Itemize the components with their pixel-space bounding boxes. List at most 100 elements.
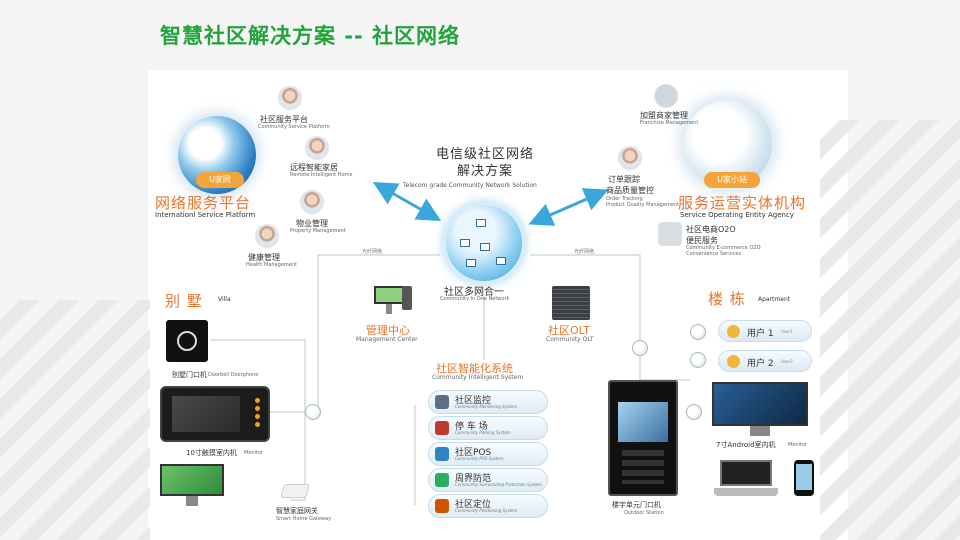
right-item-3b: 便民服务 — [686, 236, 718, 245]
villa-door-unit-icon — [166, 320, 208, 362]
apartment-onu-node-3 — [686, 404, 702, 420]
arrow-right-link — [528, 188, 609, 226]
page-title: 智慧社区解决方案 -- 社区网络 — [160, 24, 461, 48]
villa-heading-en: Villa — [218, 296, 231, 303]
parking-icon — [435, 421, 449, 435]
villa-monitor-label: 10寸触摸室内机 — [186, 449, 237, 457]
left-item-1: 社区服务平台 — [260, 115, 308, 124]
apartment-heading: 楼 栋 — [708, 290, 746, 308]
decor-stripes-right — [820, 120, 960, 540]
right-item-2-en1: Order Tracking — [606, 196, 643, 202]
user-1-icon — [727, 325, 740, 338]
link-label-left: 光纤网络 — [362, 249, 383, 255]
gateway-icon — [280, 484, 310, 498]
villa-heading: 别 墅 — [165, 292, 203, 310]
ecommerce-icon — [658, 222, 682, 246]
apartment-onu-node-1 — [690, 324, 706, 340]
left-item-2-en: Remote Intelligent Home — [290, 172, 353, 178]
management-computer-icon — [374, 286, 404, 314]
health-icon — [255, 224, 279, 248]
right-item-1-en: Franchise Management — [640, 120, 699, 126]
system-item-label: 周界防范 — [455, 474, 492, 484]
management-center-en: Management Center — [356, 336, 418, 343]
system-item-en: Community Surrounding Protection System — [455, 482, 542, 487]
phone-icon — [794, 460, 814, 496]
system-item-label: 社区定位 — [455, 500, 492, 510]
center-title-line1: 电信级社区网络 — [435, 147, 534, 162]
systems-heading: 社区智能化系统 — [436, 362, 513, 375]
systems-heading-en: Community Intelligent System — [432, 374, 524, 381]
user-1-box: 用户 1 User1 — [718, 320, 812, 342]
olt-server-icon-2 — [568, 286, 590, 320]
arrow-left-link — [372, 182, 442, 221]
left-heading-en: Internationl Service Platform — [155, 211, 256, 219]
outdoor-station-en: Outdoor Station — [624, 510, 664, 516]
management-center-label: 管理中心 — [366, 324, 410, 337]
villa-door-label: 别墅门口机 — [172, 371, 207, 379]
user-2-box: 用户 2 User2 — [718, 350, 812, 372]
camera-icon — [435, 395, 449, 409]
system-item-label: 停 车 场 — [455, 422, 488, 432]
order-icon — [618, 146, 642, 170]
pos-icon — [435, 447, 449, 461]
left-item-3: 物业管理 — [296, 219, 328, 228]
left-item-4-en: Health Management — [246, 262, 297, 268]
left-item-4: 健康管理 — [248, 253, 280, 262]
laptop-icon — [714, 460, 778, 496]
right-item-1: 加盟商家管理 — [640, 111, 688, 120]
gateway-en: Smart Home Gateway — [276, 516, 332, 522]
right-item-2-en2: Product Quality Management — [606, 202, 679, 208]
user-1-label: 用户 1 — [747, 329, 774, 339]
right-item-3-en2: Convenience Services — [686, 251, 742, 257]
olt-label-en: Community OLT — [546, 336, 594, 343]
apartment-monitor-label: 7寸Android室内机 — [716, 441, 776, 449]
left-item-1-en: Community Service Platform — [258, 124, 330, 130]
system-item-en: Community Positioning System — [455, 508, 518, 513]
villa-monitor-icon — [160, 386, 270, 442]
apartment-monitor-en: Monitor — [788, 442, 808, 448]
system-item-en: Community Parking System — [455, 430, 511, 435]
location-icon — [435, 499, 449, 513]
network-hub-icon — [443, 202, 525, 284]
system-item-en: Community Monitoring System — [455, 404, 517, 409]
right-item-3a: 社区电商O2O — [686, 225, 736, 234]
home-icon — [305, 136, 329, 160]
right-heading-en: Service Operating Entity Agency — [680, 211, 794, 219]
villa-tv-icon — [160, 464, 224, 506]
olt-onu-node — [632, 340, 648, 356]
franchise-icon — [654, 84, 678, 108]
right-item-3-en1: Community E-commerce O2O — [686, 245, 761, 251]
link-label-right: 光纤网络 — [574, 249, 595, 255]
right-item-2b: 商品质量管控 — [606, 186, 654, 195]
gateway-label: 智慧家庭网关 — [276, 507, 318, 515]
right-item-2a: 订单跟踪 — [608, 175, 640, 184]
system-item-label: 社区监控 — [455, 396, 492, 406]
decor-stripes-left — [0, 300, 150, 540]
apartment-onu-node-2 — [690, 352, 706, 368]
user-2-label: 用户 2 — [747, 359, 774, 369]
center-subtitle: Telecom grade Community Network Solution — [403, 182, 537, 189]
outdoor-station-icon — [608, 380, 678, 496]
villa-monitor-en: Monitor — [244, 450, 264, 456]
user-2-en: User2 — [781, 359, 793, 364]
right-heading: 服务运营实体机构 — [678, 194, 807, 212]
left-logo-badge: U家网 — [196, 172, 244, 188]
user-2-icon — [727, 355, 740, 368]
user-1-en: User1 — [781, 329, 793, 334]
apartment-monitor-icon — [712, 382, 808, 436]
left-item-3-en: Property Management — [290, 228, 346, 234]
person-icon — [278, 86, 302, 110]
system-item-en: Community POS System — [455, 456, 504, 461]
villa-door-en: Doorbell Doorphone — [208, 372, 259, 378]
property-icon — [300, 190, 324, 214]
perimeter-icon — [435, 473, 449, 487]
olt-label: 社区OLT — [548, 324, 590, 337]
right-logo-badge: U家小站 — [704, 172, 760, 188]
outdoor-station-label: 楼宇单元门口机 — [612, 501, 661, 509]
apartment-heading-en: Apartment — [758, 296, 791, 303]
